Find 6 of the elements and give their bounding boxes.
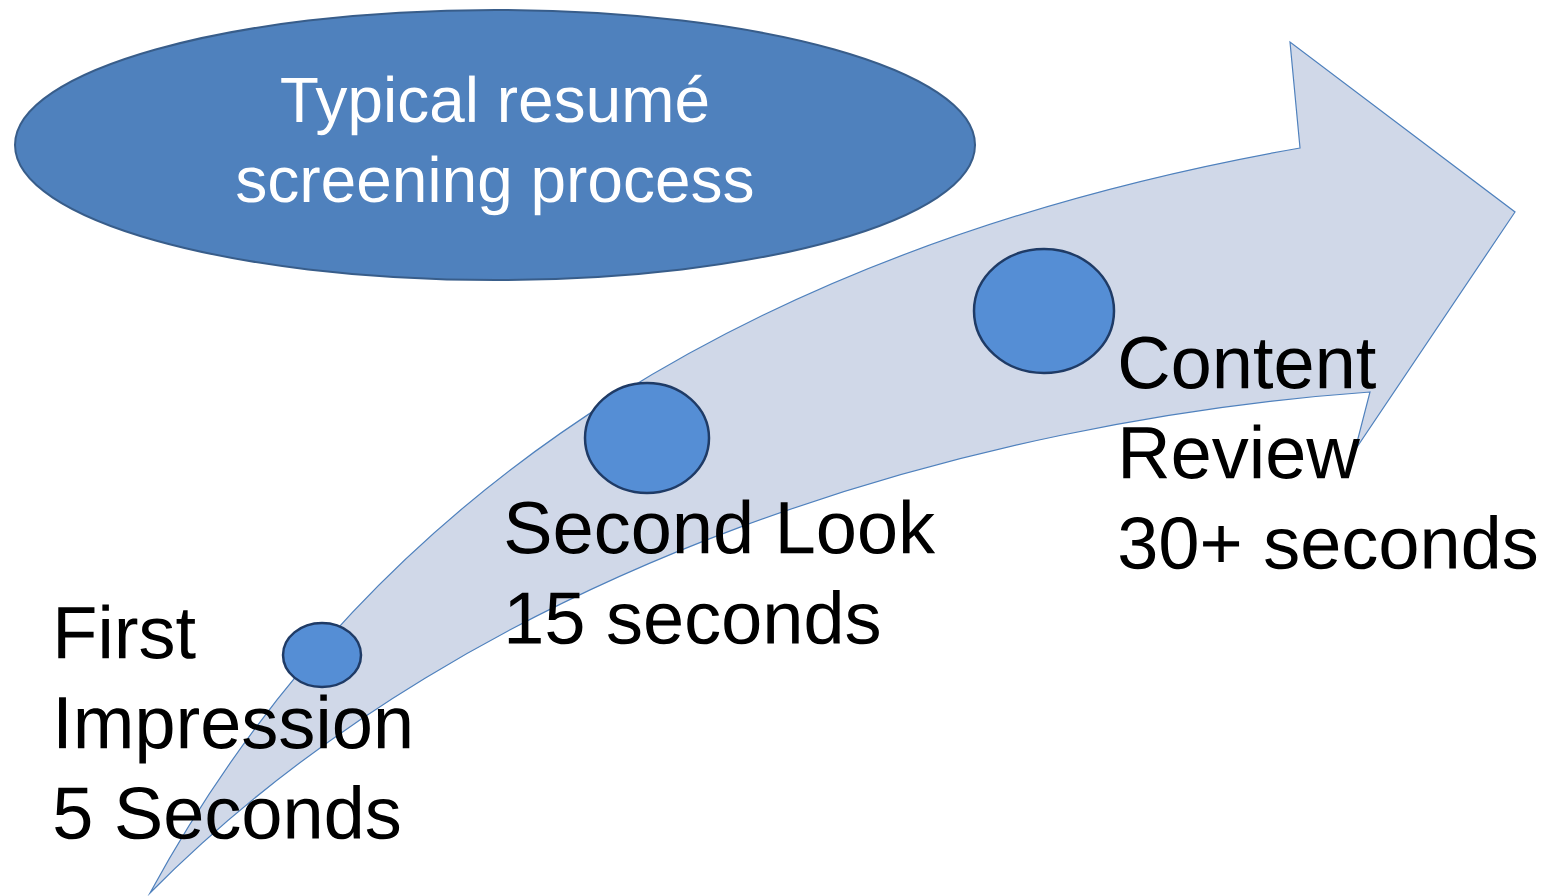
step-label: 30+ seconds xyxy=(1120,514,1537,570)
step-label: Second Look xyxy=(506,499,936,554)
step-circle xyxy=(583,381,711,495)
step-label: Content Review xyxy=(1120,336,1376,479)
step-circle xyxy=(281,621,363,689)
step-circle xyxy=(972,247,1116,375)
